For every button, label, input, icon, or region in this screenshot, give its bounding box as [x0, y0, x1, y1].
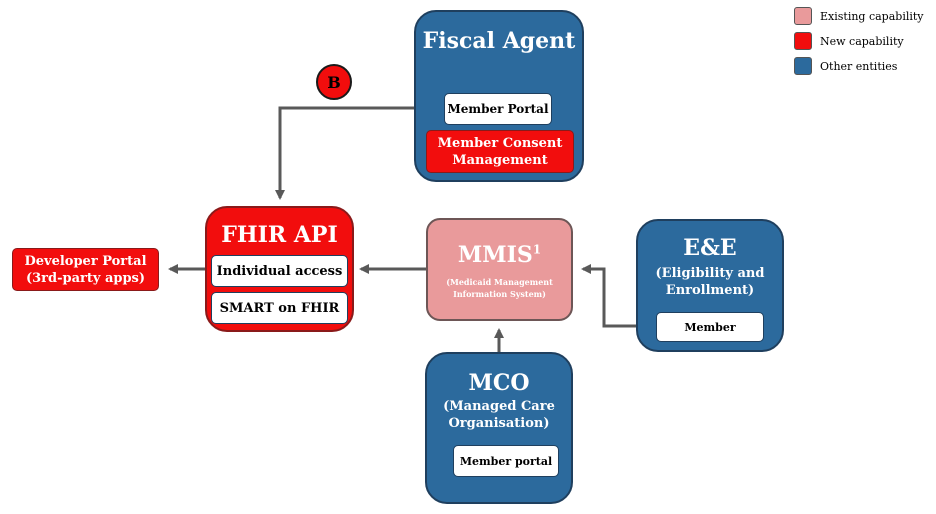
ee-sub-line-1: (Eligibility and	[655, 266, 765, 281]
legend-label-other: Other entities	[820, 59, 898, 73]
legend-item-existing: Existing capability	[794, 6, 924, 26]
legend-item-new: New capability	[794, 31, 904, 51]
mmis-node: MMIS1 (Medicaid Management Information S…	[426, 218, 573, 321]
mmis-title-text: MMIS	[457, 242, 533, 268]
legend-swatch-other	[794, 57, 812, 75]
developer-portal-line-1: Developer Portal	[24, 253, 147, 269]
mco-title: MCO	[468, 370, 530, 396]
badge-b: B	[316, 64, 352, 100]
mmis-subtitle: (Medicaid Management Information System)	[428, 276, 571, 300]
mco-node: MCO (Managed Care Organisation) Member p…	[425, 352, 573, 504]
smart-on-fhir-box: SMART on FHIR	[211, 292, 348, 324]
mmis-sub-line-2: Information System)	[453, 289, 546, 299]
mco-subtitle: (Managed Care Organisation)	[427, 398, 571, 432]
member-portal-box: Member Portal	[444, 93, 552, 125]
legend-swatch-new	[794, 32, 812, 50]
ee-sub-line-2: Enrollment)	[665, 283, 755, 298]
ee-member-box: Member	[656, 312, 764, 342]
legend-swatch-existing	[794, 7, 812, 25]
fhir-api-title: FHIR API	[221, 222, 338, 248]
mco-sub-line-1: (Managed Care	[443, 399, 555, 414]
legend-label-existing: Existing capability	[820, 9, 924, 23]
ee-subtitle: (Eligibility and Enrollment)	[638, 265, 782, 299]
legend-item-other: Other entities	[794, 56, 897, 76]
fhir-api-node: FHIR API Individual access SMART on FHIR	[205, 206, 354, 332]
legend-label-new: New capability	[820, 34, 904, 48]
fiscal-agent-node: Fiscal Agent Member Portal Member Consen…	[414, 10, 584, 182]
arrow-fiscal-to-fhir	[275, 106, 414, 200]
mmis-sub-line-1: (Medicaid Management	[446, 277, 553, 287]
developer-portal-line-2: (3rd-party apps)	[25, 270, 146, 286]
member-consent-management-box: Member Consent Management	[426, 130, 574, 173]
mco-sub-line-2: Organisation)	[448, 416, 550, 431]
ee-node: E&E (Eligibility and Enrollment) Member	[636, 219, 784, 352]
arrow-ee-to-mmis	[581, 264, 636, 328]
consent-line-2: Management	[452, 152, 548, 168]
mmis-title: MMIS1	[428, 242, 571, 268]
mco-member-portal-box: Member portal	[453, 445, 559, 477]
individual-access-box: Individual access	[211, 255, 348, 287]
fiscal-agent-title: Fiscal Agent	[422, 28, 576, 54]
consent-line-1: Member Consent	[437, 135, 563, 151]
developer-portal-box: Developer Portal (3rd-party apps)	[12, 248, 159, 291]
ee-title: E&E	[683, 235, 737, 261]
mmis-superscript: 1	[532, 242, 542, 257]
